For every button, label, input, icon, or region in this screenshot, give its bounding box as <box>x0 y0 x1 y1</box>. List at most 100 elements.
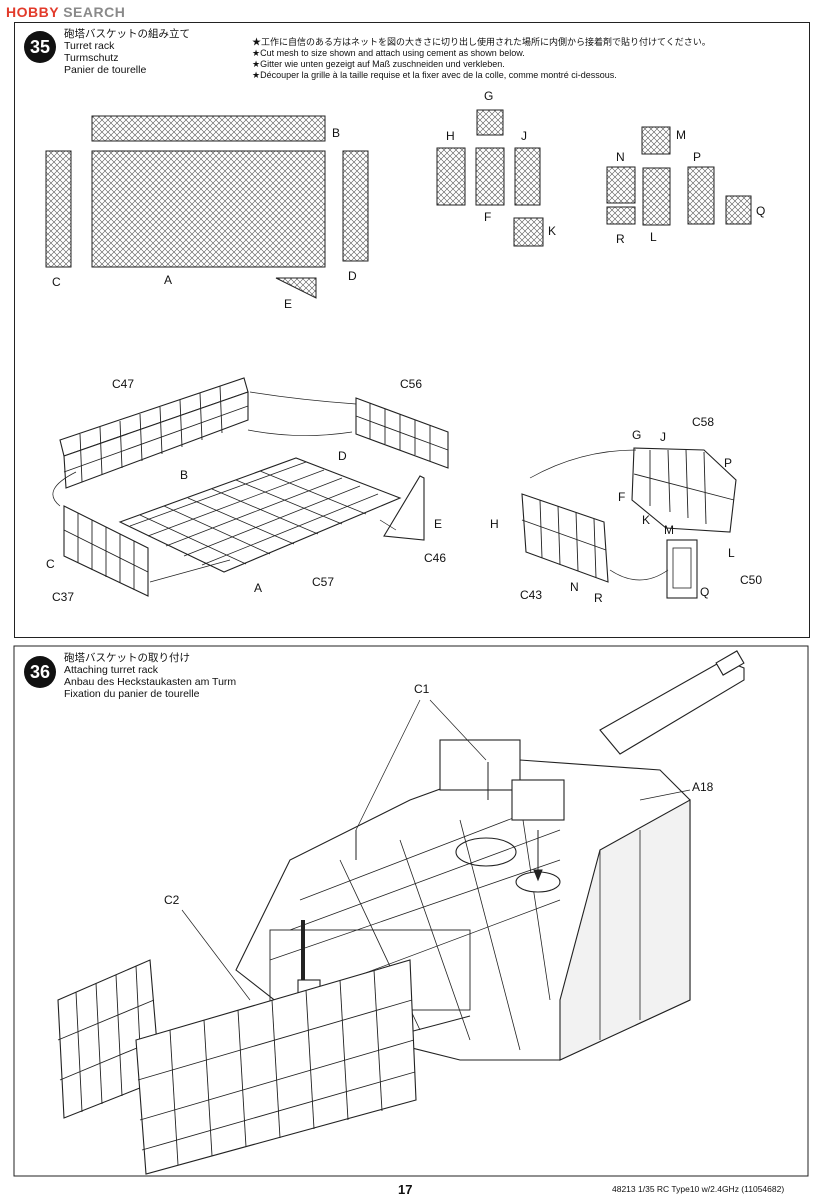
label-d: D <box>348 269 357 283</box>
note-ja: ★工作に自信のある方はネットを図の大きさに切り出し使用された場所に内側から接着剤… <box>252 37 711 47</box>
mesh-d <box>342 150 369 262</box>
label-c: C <box>52 275 61 289</box>
label-r-asm: R <box>594 591 603 605</box>
label-m-asm: M <box>664 523 674 537</box>
label-n: N <box>616 150 625 164</box>
sight-box <box>511 779 565 821</box>
mesh-pieces <box>45 109 752 299</box>
mesh-h <box>436 147 466 206</box>
mesh-r <box>606 206 636 225</box>
label-h-asm: H <box>490 517 499 531</box>
label-a: A <box>164 273 173 287</box>
label-m: M <box>676 128 686 142</box>
watermark-brand: HOBBY <box>6 4 59 20</box>
step-36-title-ja: 砲塔バスケットの取り付け <box>64 652 190 664</box>
mesh-k <box>513 217 544 247</box>
rack-small-door <box>666 539 698 599</box>
step-35-number: 35 <box>24 31 56 63</box>
step-35-title-fr: Panier de tourelle <box>64 64 147 76</box>
label-b: B <box>332 126 341 140</box>
rack-bracket <box>383 475 425 541</box>
step-36-number: 36 <box>24 656 56 688</box>
label-n-asm: N <box>570 580 579 594</box>
label-g: G <box>484 89 494 103</box>
step-36-title-fr: Fixation du panier de tourelle <box>64 688 200 700</box>
label-q: Q <box>756 204 766 218</box>
label-p: P <box>693 150 702 164</box>
step-35-title-en: Turret rack <box>64 40 115 52</box>
label-j-asm: J <box>660 430 666 444</box>
mesh-l <box>642 167 671 226</box>
label-c56: C56 <box>400 377 423 391</box>
label-c37: C37 <box>52 590 75 604</box>
leader-lines-left <box>52 391 397 583</box>
label-j: J <box>521 129 527 143</box>
step-35-title-ja: 砲塔バスケットの組み立て <box>64 28 190 40</box>
rack-small-box <box>631 447 737 533</box>
label-c50: C50 <box>740 573 763 587</box>
label-c58: C58 <box>692 415 715 429</box>
label-k: K <box>548 224 557 238</box>
callout-leaders-36 <box>181 699 691 1001</box>
mesh-f <box>475 147 505 206</box>
label-c43: C43 <box>520 588 543 602</box>
note-de: ★Gitter wie unten gezeigt auf Maß zuschn… <box>252 59 505 69</box>
label-l-asm: L <box>728 546 735 560</box>
note-fr: ★Découper la grille à la taille requise … <box>252 70 617 80</box>
label-r: R <box>616 232 625 246</box>
step-36-panel <box>13 645 809 1177</box>
label-e: E <box>284 297 293 311</box>
step-36-title-en: Attaching turret rack <box>64 664 158 676</box>
product-code: 48213 1/35 RC Type10 w/2.4GHz (11054682) <box>612 1184 785 1194</box>
rack-assembly-left <box>52 377 449 597</box>
rear-rack <box>57 959 417 1175</box>
step-35-title-de: Turmschutz <box>64 52 119 64</box>
step-35-titles: 砲塔バスケットの組み立て Turret rack Turmschutz Pani… <box>64 28 190 76</box>
turret-side <box>559 799 691 1061</box>
label-c1: C1 <box>414 682 430 696</box>
mesh-g <box>476 109 504 136</box>
rack-floor-grid <box>118 457 402 573</box>
label-b-asm: B <box>180 468 189 482</box>
leader-lines-right <box>529 449 669 581</box>
label-c2: C2 <box>164 893 180 907</box>
label-l: L <box>650 230 657 244</box>
label-c47: C47 <box>112 377 135 391</box>
page-number: 17 <box>398 1182 413 1197</box>
turret-hatch-box <box>439 739 521 791</box>
watermark-suffix: SEARCH <box>63 4 126 20</box>
label-c46: C46 <box>424 551 447 565</box>
rack-back-lower <box>63 391 249 489</box>
label-e-asm: E <box>434 517 443 531</box>
label-a-asm: A <box>254 581 263 595</box>
label-d-asm: D <box>338 449 347 463</box>
label-c57: C57 <box>312 575 335 589</box>
mesh-b <box>91 115 326 142</box>
mesh-q <box>725 195 752 225</box>
mesh-p <box>687 166 715 225</box>
label-k-asm: K <box>642 513 651 527</box>
mesh-n <box>606 166 636 204</box>
gun-barrel <box>599 659 745 755</box>
step-36-title-de: Anbau des Heckstaukasten am Turm <box>64 676 237 688</box>
rack-assembly-right <box>521 447 737 599</box>
label-p-asm: P <box>724 456 733 470</box>
mesh-e <box>275 277 317 299</box>
rack-small-side <box>521 493 609 583</box>
note-en: ★Cut mesh to size shown and attach using… <box>252 48 525 58</box>
mesh-j <box>514 147 541 206</box>
label-f: F <box>484 210 492 224</box>
label-h: H <box>446 129 455 143</box>
label-f-asm: F <box>618 490 626 504</box>
step-36-titles: 砲塔バスケットの取り付け Attaching turret rack Anbau… <box>64 652 236 700</box>
label-c-asm: C <box>46 557 55 571</box>
step-35-notes: ★工作に自信のある方はネットを図の大きさに切り出し使用された場所に内側から接着剤… <box>252 37 722 81</box>
mesh-a <box>91 150 326 268</box>
watermark-logo: HOBBY SEARCH <box>6 4 125 20</box>
mesh-m <box>641 126 671 155</box>
label-a18: A18 <box>692 780 714 794</box>
label-g-asm: G <box>632 428 642 442</box>
label-q-asm: Q <box>700 585 710 599</box>
mesh-c <box>45 150 72 268</box>
